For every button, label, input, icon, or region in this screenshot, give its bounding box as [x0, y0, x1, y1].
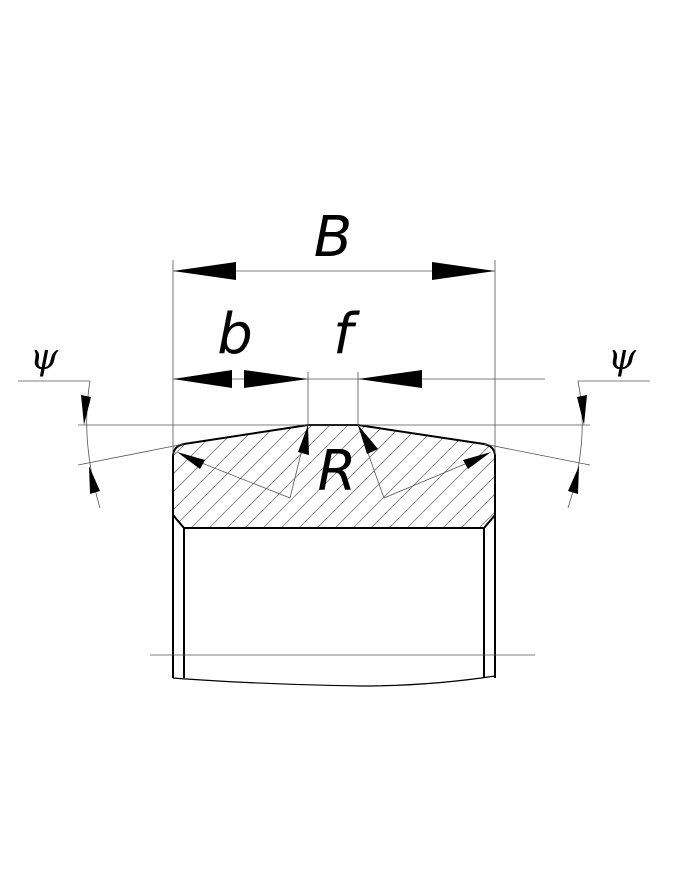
- hatch-line: [250, 425, 372, 528]
- label-B: B: [314, 205, 352, 270]
- hatch-line: [196, 425, 318, 528]
- hatch-line: [521, 420, 641, 540]
- hatch-line: [376, 425, 495, 528]
- hatch-line: [575, 420, 674, 540]
- hatch-line: [232, 425, 354, 528]
- hatch-line: [466, 425, 495, 528]
- label-psi-right: ψ: [608, 337, 637, 378]
- label-R: R: [318, 439, 357, 504]
- angle-psi-right: ψ: [567, 337, 650, 509]
- hatch-line: [430, 425, 495, 528]
- label-b: b: [217, 302, 253, 367]
- angle-psi-left: ψ: [18, 337, 101, 509]
- dimension-b-f: b f: [173, 302, 545, 388]
- hatch-line: [286, 425, 408, 528]
- hatch-line: [173, 425, 264, 528]
- extension-lines: [77, 260, 591, 466]
- hatch-line: [173, 425, 228, 528]
- ring-body: [172, 515, 496, 687]
- hatch-line: [340, 425, 462, 528]
- radius-R-leaders: R: [177, 424, 491, 504]
- hatch-line: [448, 425, 495, 528]
- label-f: f: [333, 302, 360, 367]
- hatch-line: [173, 425, 210, 528]
- hatch-line: [178, 425, 300, 528]
- hatch-line: [394, 425, 495, 528]
- hatch-line: [173, 425, 174, 528]
- hatch-line: [503, 420, 623, 540]
- hatch-line: [214, 425, 336, 528]
- hatch-line: [358, 425, 480, 528]
- hatch-line: [304, 425, 426, 528]
- dimension-B: B: [173, 205, 495, 280]
- hatch-line: [593, 420, 674, 540]
- label-psi-left: ψ: [30, 337, 59, 378]
- hatch-line: [484, 425, 495, 528]
- hatch-line: [412, 425, 495, 528]
- hatch-line: [322, 425, 444, 528]
- hatch-line: [173, 425, 246, 528]
- hatch-line: [173, 425, 282, 528]
- hatch-line: [539, 420, 659, 540]
